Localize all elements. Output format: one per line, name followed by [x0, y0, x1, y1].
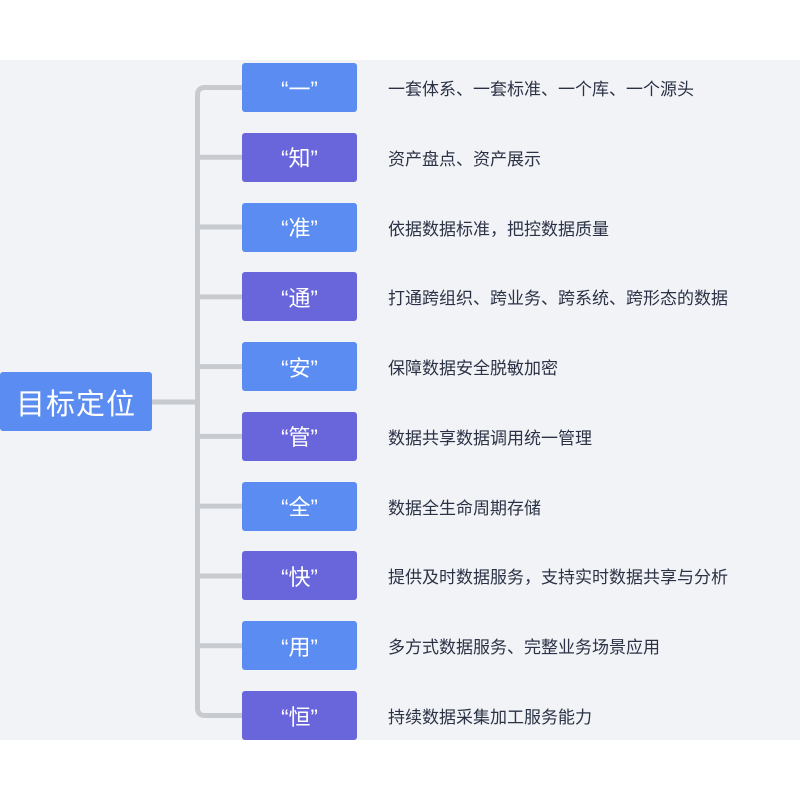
- node-description: 一套体系、一套标准、一个库、一个源头: [388, 80, 694, 99]
- node-keyword-box: “管”: [242, 411, 357, 461]
- node-keyword-box: “快”: [242, 551, 357, 601]
- mindmap-node-row: “全” 数据全生命周期存储: [242, 481, 541, 531]
- node-description: 数据全生命周期存储: [388, 498, 541, 518]
- node-description: 资产盘点、资产展示: [388, 149, 541, 169]
- node-keyword-box: “用”: [242, 621, 357, 671]
- node-keyword-box: “知”: [242, 132, 357, 182]
- node-description: 依据数据标准，把控数据质量: [388, 219, 609, 239]
- connector-lines: [152, 85, 242, 718]
- node-keyword-label: “恒”: [281, 704, 318, 730]
- node-keyword-label: “全”: [281, 495, 318, 521]
- node-keyword-box: “一”: [242, 63, 357, 112]
- mindmap-node-row: “管” 数据共享数据调用统一管理: [242, 411, 592, 461]
- mindmap-node-row: “恒” 持续数据采集加工服务能力: [242, 691, 592, 740]
- node-keyword-box: “全”: [242, 481, 357, 531]
- node-keyword-label: “快”: [281, 564, 318, 590]
- mindmap-node-row: “快” 提供及时数据服务，支持实时数据共享与分析: [242, 551, 728, 601]
- mindmap-node-row: “通” 打通跨组织、跨业务、跨系统、跨形态的数据: [242, 272, 728, 322]
- node-description: 多方式数据服务、完整业务场景应用: [388, 638, 660, 658]
- mindmap-canvas: 目标定位 “一” 一套体系、一套标准、一个库、一个源头 “知” 资产盘点、资产展…: [0, 60, 800, 740]
- node-description: 保障数据安全脱敏加密: [388, 359, 558, 379]
- node-keyword-box: “通”: [242, 272, 357, 322]
- node-keyword-label: “安”: [281, 355, 318, 381]
- node-keyword-box: “安”: [242, 342, 357, 392]
- node-keyword-label: “管”: [281, 425, 318, 451]
- root-node: 目标定位: [0, 372, 152, 431]
- mindmap-node-row: “准” 依据数据标准，把控数据质量: [242, 202, 609, 252]
- mindmap-node-row: “知” 资产盘点、资产展示: [242, 132, 541, 182]
- root-node-label: 目标定位: [15, 388, 136, 421]
- node-keyword-label: “用”: [281, 634, 318, 660]
- node-description: 持续数据采集加工服务能力: [388, 708, 592, 727]
- node-description: 数据共享数据调用统一管理: [388, 428, 592, 448]
- node-keyword-label: “知”: [281, 146, 318, 172]
- mindmap-node-row: “用” 多方式数据服务、完整业务场景应用: [242, 621, 660, 671]
- mindmap-node-row: “一” 一套体系、一套标准、一个库、一个源头: [242, 63, 694, 112]
- node-keyword-box: “恒”: [242, 691, 357, 740]
- node-keyword-label: “通”: [281, 285, 318, 311]
- node-keyword-label: “准”: [281, 216, 318, 242]
- node-keyword-label: “一”: [281, 76, 318, 102]
- node-description: 打通跨组织、跨业务、跨系统、跨形态的数据: [388, 289, 728, 309]
- node-keyword-box: “准”: [242, 202, 357, 252]
- node-description: 提供及时数据服务，支持实时数据共享与分析: [388, 568, 728, 588]
- mindmap-node-row: “安” 保障数据安全脱敏加密: [242, 342, 558, 392]
